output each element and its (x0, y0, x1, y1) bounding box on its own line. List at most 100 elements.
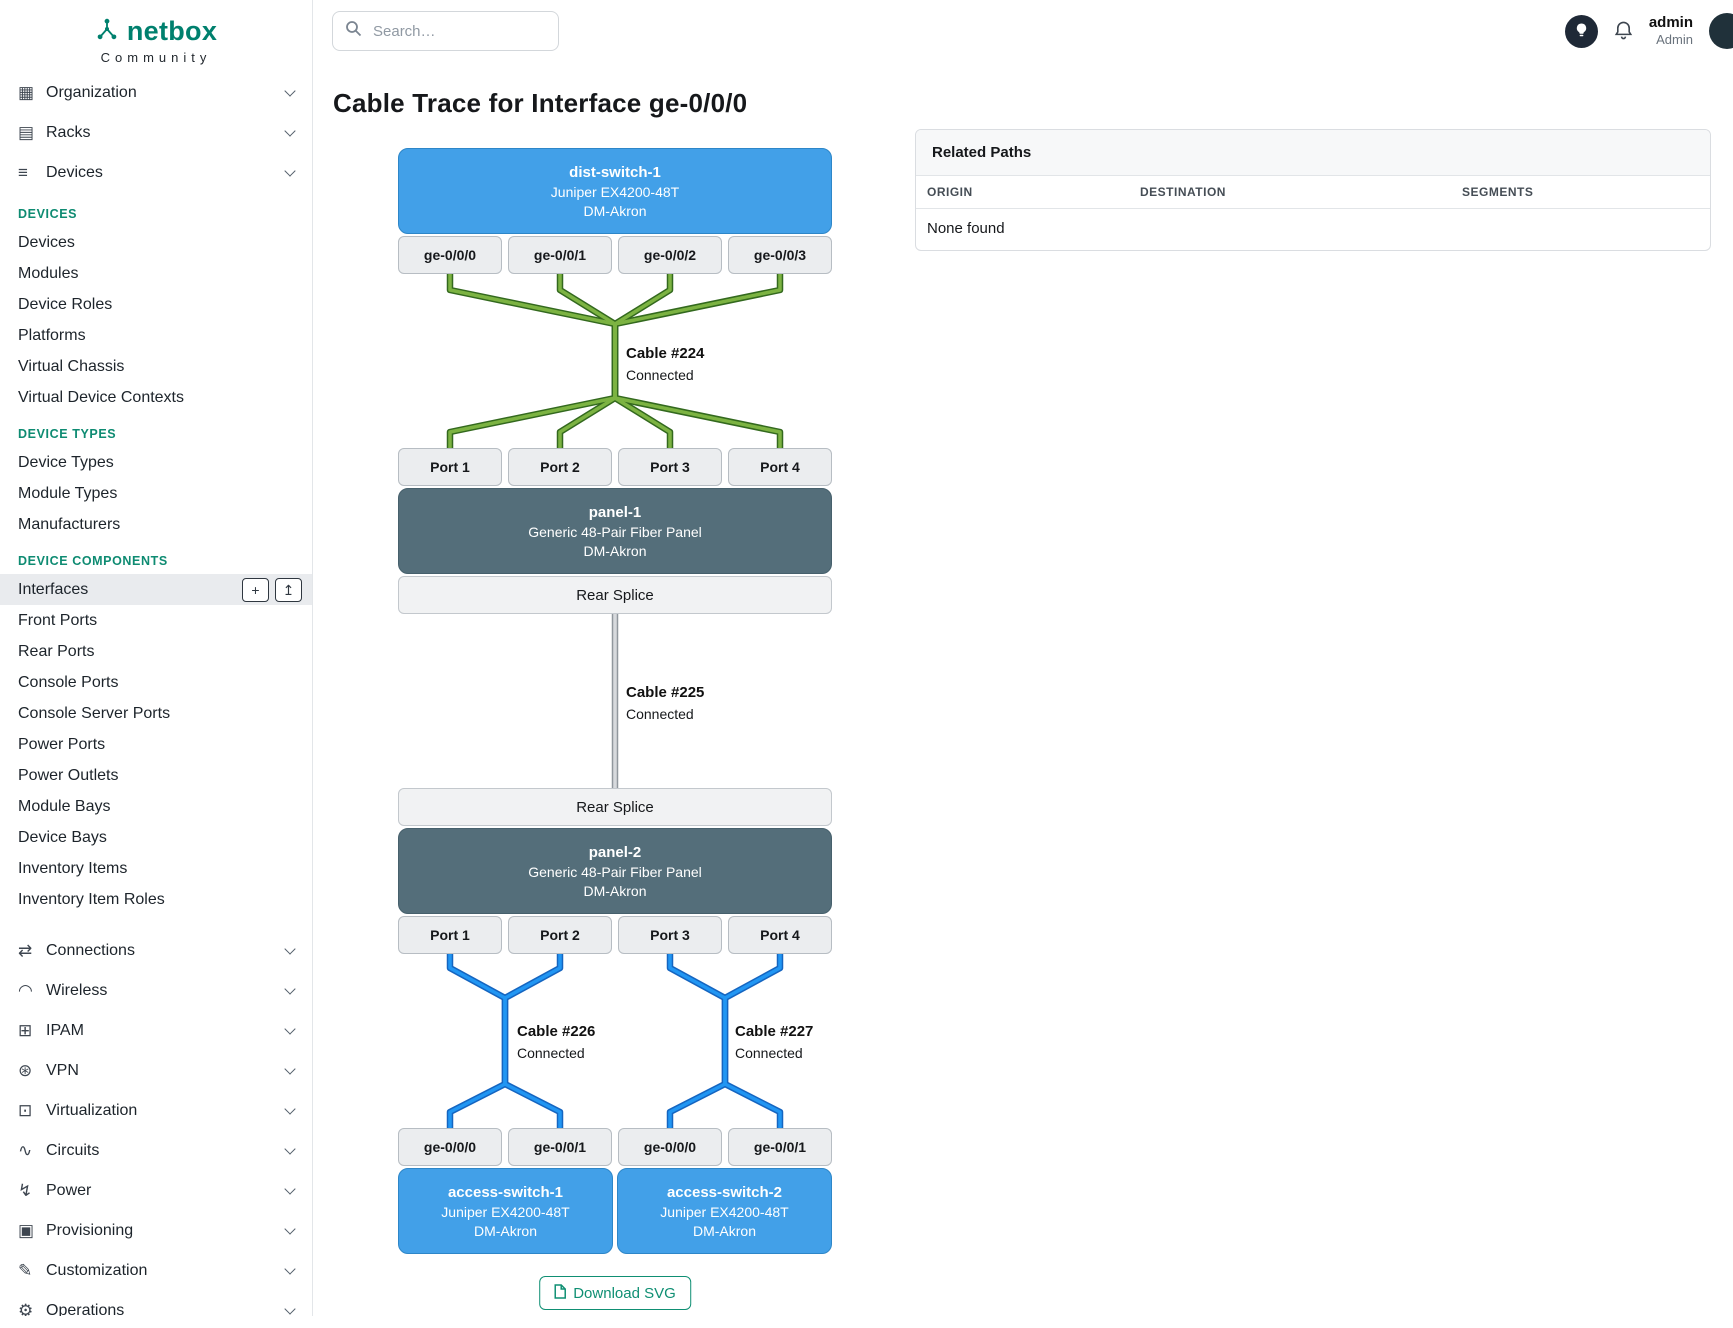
sidebar-group-connections[interactable]: ⇄ Connections (0, 931, 312, 971)
interface-box-ge-0-0-2[interactable]: ge-0/0/2 (618, 236, 722, 274)
device-site: DM-Akron (583, 202, 647, 219)
user-name: admin (1648, 14, 1693, 32)
sidebar-group-provisioning[interactable]: ▣ Provisioning (0, 1211, 312, 1251)
brand-subtitle: Community (100, 50, 212, 65)
front-port-2[interactable]: Port 2 (508, 448, 612, 486)
sidebar-item-front-ports[interactable]: Front Ports (18, 612, 98, 629)
sidebar-item-power-outlets[interactable]: Power Outlets (18, 767, 119, 784)
sidebar-item-inventory-item-roles[interactable]: Inventory Item Roles (18, 891, 165, 908)
search-box[interactable] (332, 11, 559, 51)
avatar[interactable] (1709, 13, 1733, 49)
sidebar-item-inventory-items[interactable]: Inventory Items (18, 860, 128, 877)
sidebar-group-power[interactable]: ↯ Power (0, 1171, 312, 1211)
cable-226-status: Connected (517, 1045, 585, 1061)
sidebar-item-virtual-device-contexts[interactable]: Virtual Device Contexts (18, 389, 184, 406)
front-port-3[interactable]: Port 3 (618, 916, 722, 954)
sidebar-group-circuits[interactable]: ∿ Circuits (0, 1131, 312, 1171)
interface-box-as1-ge-0-0-0[interactable]: ge-0/0/0 (398, 1128, 502, 1166)
device-box-access-switch-2[interactable]: access-switch-2 Juniper EX4200-48T DM-Ak… (617, 1168, 832, 1254)
sidebar-group-ipam[interactable]: ⊞ IPAM (0, 1011, 312, 1051)
chevron-down-icon (284, 1223, 296, 1235)
sidebar-group-label: Power (46, 1182, 92, 1199)
device-box-panel-1[interactable]: panel-1 Generic 48-Pair Fiber Panel DM-A… (398, 488, 832, 574)
column-header-destination: DESTINATION (1140, 185, 1226, 199)
cable-226-link[interactable]: Cable #226 (517, 1023, 596, 1040)
device-box-dist-switch-1[interactable]: dist-switch-1 Juniper EX4200-48T DM-Akro… (398, 148, 832, 234)
sidebar-item-device-roles[interactable]: Device Roles (18, 296, 113, 313)
sidebar-item-label: Interfaces (18, 581, 89, 598)
sidebar-group-vpn[interactable]: ⊛ VPN (0, 1051, 312, 1091)
cable-227-link[interactable]: Cable #227 (735, 1023, 814, 1040)
sidebar-group-virtualization[interactable]: ⊡ Virtualization (0, 1091, 312, 1131)
sidebar-group-label: VPN (46, 1062, 79, 1079)
sidebar-group-wireless[interactable]: ◠ Wireless (0, 971, 312, 1011)
device-site: DM-Akron (692, 1222, 756, 1239)
sidebar-group-label: Circuits (46, 1142, 100, 1159)
front-port-3[interactable]: Port 3 (618, 448, 722, 486)
front-port-4[interactable]: Port 4 (728, 448, 832, 486)
ipam-icon: ⊞ (18, 1021, 33, 1040)
download-svg-button[interactable]: Download SVG (539, 1276, 691, 1310)
sidebar-item-device-types[interactable]: Device Types (18, 454, 114, 471)
sidebar-item-module-bays[interactable]: Module Bays (18, 798, 111, 815)
cable-225-link[interactable]: Cable #225 (626, 684, 705, 701)
sidebar-group-operations[interactable]: ⚙ Operations (0, 1291, 312, 1316)
theme-toggle-button[interactable] (1564, 14, 1598, 48)
panel-2-rear-splice[interactable]: Rear Splice (398, 788, 832, 826)
section-title-device-components: DEVICE COMPONENTS (18, 554, 168, 568)
front-port-2[interactable]: Port 2 (508, 916, 612, 954)
chevron-down-icon (284, 1263, 296, 1275)
interface-box-as2-ge-0-0-1[interactable]: ge-0/0/1 (728, 1128, 832, 1166)
interface-box-ge-0-0-1[interactable]: ge-0/0/1 (508, 236, 612, 274)
panel-1-rear-splice[interactable]: Rear Splice (398, 576, 832, 614)
cable-224-link[interactable]: Cable #224 (626, 345, 705, 362)
search-input[interactable] (371, 21, 546, 41)
sidebar-group-customization[interactable]: ✎ Customization (0, 1251, 312, 1291)
sidebar-item-manufacturers[interactable]: Manufacturers (18, 516, 121, 533)
brand-name: netbox (126, 16, 218, 46)
sidebar-item-rear-ports[interactable]: Rear Ports (18, 643, 95, 660)
user-info[interactable]: admin Admin (1649, 14, 1693, 48)
notifications-button[interactable] (1614, 20, 1633, 43)
front-port-1[interactable]: Port 1 (398, 448, 502, 486)
sidebar-group-devices[interactable]: ≡ Devices (0, 153, 312, 193)
interface-box-ge-0-0-3[interactable]: ge-0/0/3 (728, 236, 832, 274)
interface-box-ge-0-0-0[interactable]: ge-0/0/0 (398, 236, 502, 274)
device-box-access-switch-1[interactable]: access-switch-1 Juniper EX4200-48T DM-Ak… (398, 1168, 613, 1254)
interface-box-as2-ge-0-0-0[interactable]: ge-0/0/0 (618, 1128, 722, 1166)
sidebar-item-module-types[interactable]: Module Types (18, 485, 118, 502)
add-interface-button[interactable]: + (242, 577, 269, 602)
front-port-1[interactable]: Port 1 (398, 916, 502, 954)
interface-box-as1-ge-0-0-1[interactable]: ge-0/0/1 (508, 1128, 612, 1166)
sidebar-item-interfaces[interactable]: Interfaces + ↥ (0, 574, 312, 605)
sidebar-item-virtual-chassis[interactable]: Virtual Chassis (18, 358, 125, 375)
sidebar-group-organization[interactable]: ▦ Organization (0, 73, 312, 113)
sidebar-group-racks[interactable]: ▤ Racks (0, 113, 312, 153)
brand-block[interactable]: netbox Community (0, 0, 312, 65)
sidebar-item-console-server-ports[interactable]: Console Server Ports (18, 705, 171, 722)
related-paths-empty: None found (927, 220, 1005, 237)
sidebar-item-modules[interactable]: Modules (18, 265, 79, 282)
sidebar-group-label: Wireless (46, 982, 108, 999)
main-content: Cable Trace for Interface ge-0/0/0 Relat… (313, 62, 1733, 1316)
provisioning-icon: ▣ (18, 1221, 35, 1240)
front-port-4[interactable]: Port 4 (728, 916, 832, 954)
user-role: Admin (1656, 32, 1693, 48)
device-box-panel-2[interactable]: panel-2 Generic 48-Pair Fiber Panel DM-A… (398, 828, 832, 914)
sidebar-item-device-bays[interactable]: Device Bays (18, 829, 107, 846)
import-interfaces-button[interactable]: ↥ (275, 577, 302, 602)
power-icon: ↯ (18, 1181, 33, 1200)
device-name: access-switch-2 (666, 1183, 783, 1201)
chevron-down-icon (284, 1183, 296, 1195)
sidebar-item-power-ports[interactable]: Power Ports (18, 736, 106, 753)
wireless-icon: ◠ (18, 981, 33, 1000)
chevron-down-icon (284, 165, 296, 177)
sidebar: netbox Community ▦ Organization ▤ Racks … (0, 0, 313, 1316)
section-title-device-types: DEVICE TYPES (18, 427, 117, 441)
sidebar-item-console-ports[interactable]: Console Ports (18, 674, 119, 691)
sidebar-item-devices[interactable]: Devices (18, 234, 75, 251)
sidebar-item-platforms[interactable]: Platforms (18, 327, 86, 344)
cable-trace-diagram: dist-switch-1 Juniper EX4200-48T DM-Akro… (398, 148, 832, 1328)
sidebar-group-label: Devices (46, 164, 103, 181)
